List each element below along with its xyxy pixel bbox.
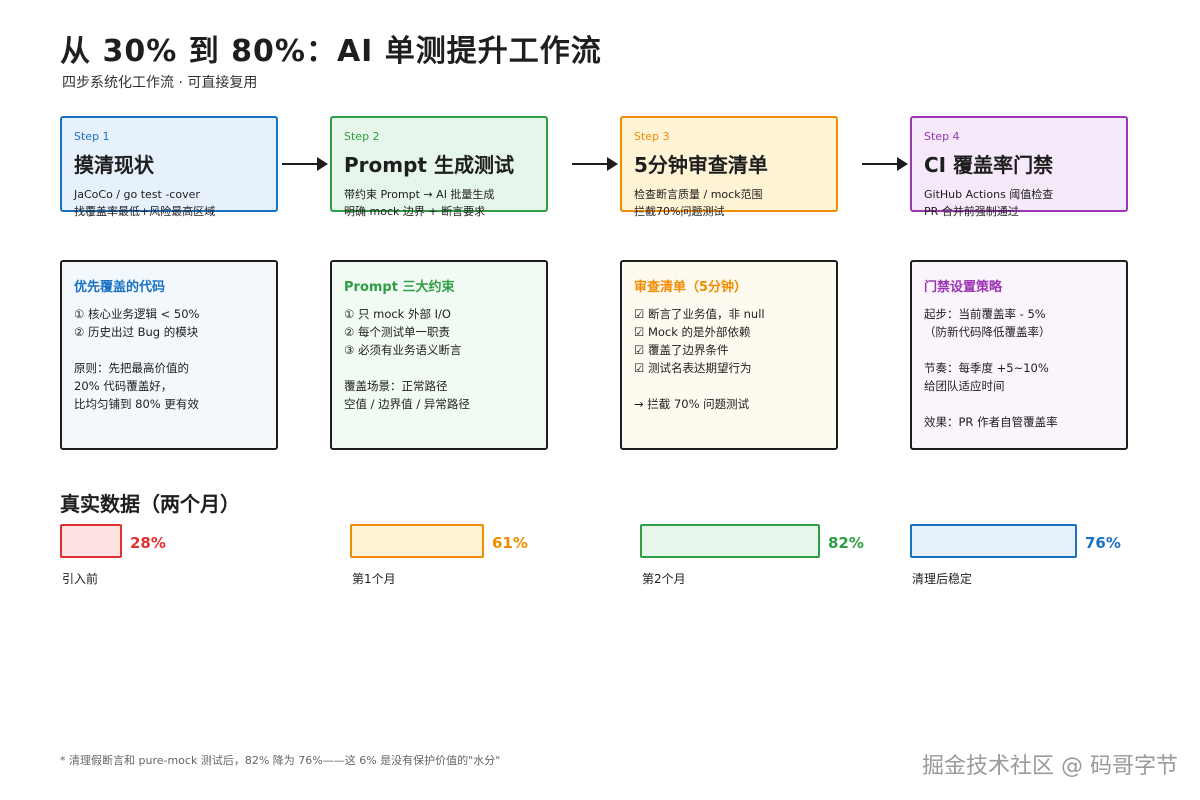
detail-line: 效果：PR 作者自管覆盖率 bbox=[924, 415, 1058, 429]
step-tag: Step 1 bbox=[74, 130, 110, 143]
detail-title: 优先覆盖的代码 bbox=[74, 280, 166, 295]
detail-card-4: 门禁设置策略 起步：当前覆盖率 - 5% （防新代码降低覆盖率） 节奏：每季度 … bbox=[910, 260, 1128, 450]
detail-line: ② 每个测试单一职责 bbox=[344, 325, 450, 339]
detail-line bbox=[344, 359, 534, 377]
result-value: 76% bbox=[1085, 534, 1121, 552]
detail-line bbox=[634, 377, 824, 395]
step-title: 摸清现状 bbox=[74, 153, 154, 177]
step-title: CI 覆盖率门禁 bbox=[924, 153, 1054, 177]
detail-line: 原则：先把最高价值的 bbox=[74, 361, 189, 375]
result-bar bbox=[640, 524, 820, 558]
result-bar bbox=[60, 524, 122, 558]
detail-line: 空值 / 边界值 / 异常路径 bbox=[344, 397, 470, 411]
detail-card-1: 优先覆盖的代码 ① 核心业务逻辑 < 50% ② 历史出过 Bug 的模块 原则… bbox=[60, 260, 278, 450]
step-tag: Step 2 bbox=[344, 130, 380, 143]
result-value: 28% bbox=[130, 534, 166, 552]
step-line: 明确 mock 边界 + 断言要求 bbox=[344, 205, 486, 218]
detail-line bbox=[924, 341, 1114, 359]
result-value: 61% bbox=[492, 534, 528, 552]
detail-line: ☑ 断言了业务值，非 null bbox=[634, 307, 765, 321]
watermark: 掘金技术社区 @ 码哥字节 bbox=[922, 754, 1178, 779]
detail-title: 审查清单（5分钟） bbox=[634, 280, 748, 295]
detail-title: Prompt 三大约束 bbox=[344, 280, 455, 295]
step-line: 带约束 Prompt → AI 批量生成 bbox=[344, 188, 495, 201]
step-tag: Step 3 bbox=[634, 130, 670, 143]
step-tag: Step 4 bbox=[924, 130, 960, 143]
detail-line: ☑ Mock 的是外部依赖 bbox=[634, 325, 751, 339]
detail-line: ① 只 mock 外部 I/O bbox=[344, 307, 451, 321]
result-bar bbox=[350, 524, 484, 558]
footnote: * 清理假断言和 pure-mock 测试后，82% 降为 76%——这 6% … bbox=[60, 754, 501, 767]
step-line: GitHub Actions 阈值检查 bbox=[924, 188, 1054, 201]
result-label: 清理后稳定 bbox=[912, 572, 973, 586]
detail-card-3: 审查清单（5分钟） ☑ 断言了业务值，非 null ☑ Mock 的是外部依赖 … bbox=[620, 260, 838, 450]
detail-line: ☑ 测试名表达期望行为 bbox=[634, 361, 752, 375]
result-label: 第2个月 bbox=[642, 572, 686, 586]
step-card-3: Step 3 5分钟审查清单 检查断言质量 / mock范围 拦截70%问题测试 bbox=[620, 116, 838, 218]
result-value: 82% bbox=[828, 534, 864, 552]
step-card-1: Step 1 摸清现状 JaCoCo / go test -cover 找覆盖率… bbox=[60, 116, 278, 218]
detail-title: 门禁设置策略 bbox=[924, 280, 1003, 295]
flow-arrow-1 bbox=[282, 157, 328, 171]
detail-card-2: Prompt 三大约束 ① 只 mock 外部 I/O ② 每个测试单一职责 ③… bbox=[330, 260, 548, 450]
step-line: PR 合并前强制通过 bbox=[924, 205, 1019, 218]
step-card-2: Step 2 Prompt 生成测试 带约束 Prompt → AI 批量生成 … bbox=[330, 116, 548, 218]
result-label: 第1个月 bbox=[352, 572, 396, 586]
step-line: 检查断言质量 / mock范围 bbox=[634, 188, 763, 201]
detail-line: ③ 必须有业务语义断言 bbox=[344, 343, 462, 357]
page-subtitle: 四步系统化工作流 · 可直接复用 bbox=[62, 75, 258, 91]
detail-line bbox=[74, 341, 264, 359]
detail-line: ① 核心业务逻辑 < 50% bbox=[74, 307, 200, 321]
step-line: JaCoCo / go test -cover bbox=[74, 188, 200, 201]
result-label: 引入前 bbox=[62, 572, 99, 586]
detail-line bbox=[924, 395, 1114, 413]
detail-line: ☑ 覆盖了边界条件 bbox=[634, 343, 729, 357]
page-title: 从 30% 到 80%：AI 单测提升工作流 bbox=[60, 34, 602, 69]
step-title: 5分钟审查清单 bbox=[634, 153, 768, 177]
detail-line: （防新代码降低覆盖率） bbox=[924, 325, 1051, 339]
detail-line: 覆盖场景：正常路径 bbox=[344, 379, 448, 393]
detail-line: 起步：当前覆盖率 - 5% bbox=[924, 307, 1046, 321]
step-line: 拦截70%问题测试 bbox=[634, 205, 725, 218]
step-title: Prompt 生成测试 bbox=[344, 153, 514, 177]
detail-line: 给团队适应时间 bbox=[924, 379, 1005, 393]
step-card-4: Step 4 CI 覆盖率门禁 GitHub Actions 阈值检查 PR 合… bbox=[910, 116, 1128, 218]
flow-arrow-2 bbox=[572, 157, 618, 171]
detail-line: → 拦截 70% 问题测试 bbox=[634, 397, 750, 411]
step-line: 找覆盖率最低+风险最高区域 bbox=[74, 205, 216, 218]
detail-line: 20% 代码覆盖好， bbox=[74, 379, 173, 393]
results-title: 真实数据（两个月） bbox=[60, 492, 240, 516]
detail-line: 比均匀铺到 80% 更有效 bbox=[74, 397, 199, 411]
flow-arrow-3 bbox=[862, 157, 908, 171]
detail-line: 节奏：每季度 +5~10% bbox=[924, 361, 1049, 375]
detail-line: ② 历史出过 Bug 的模块 bbox=[74, 325, 199, 339]
result-bar bbox=[910, 524, 1077, 558]
